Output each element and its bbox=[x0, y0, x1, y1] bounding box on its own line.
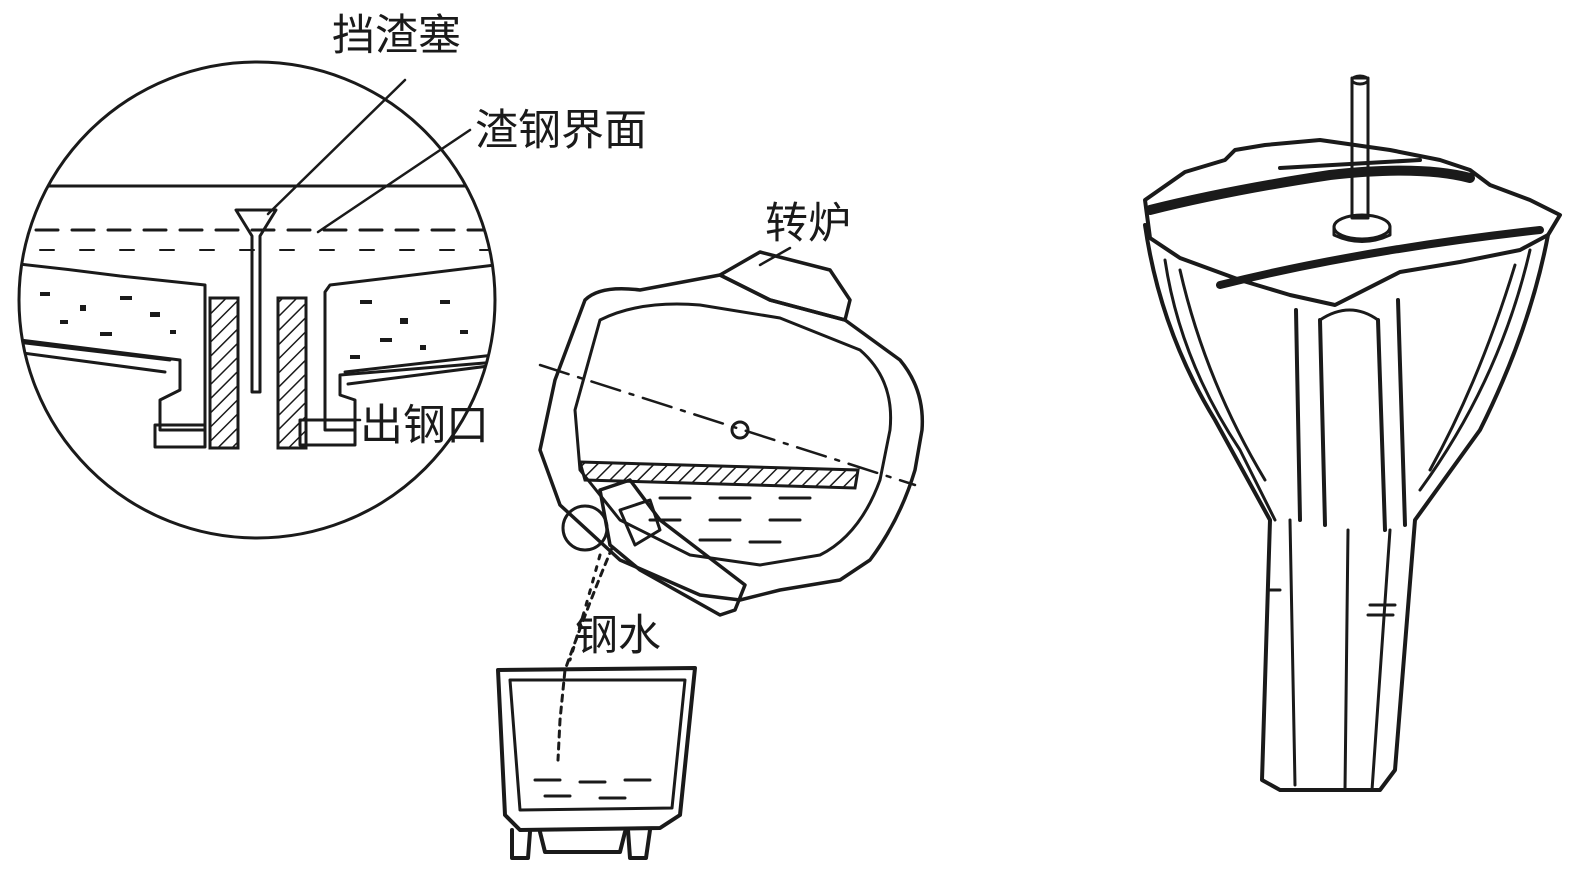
slag-layer bbox=[578, 460, 860, 490]
converter-vessel bbox=[538, 250, 925, 617]
label-stopper: 挡渣塞 bbox=[332, 11, 461, 61]
detail-magnifier bbox=[17, 60, 497, 540]
detail-circle bbox=[17, 60, 497, 540]
tapping-spout bbox=[598, 478, 747, 617]
converter-axis bbox=[538, 363, 917, 487]
stopper-leader bbox=[266, 78, 407, 216]
tap-hole-sleeve-left bbox=[208, 296, 240, 450]
refractory-speckles bbox=[40, 292, 468, 359]
label-molten-steel: 钢水 bbox=[575, 611, 661, 661]
converter-steel-dashes bbox=[648, 496, 812, 544]
label-tap-hole: 出钢口 bbox=[360, 401, 489, 451]
interface-leader bbox=[316, 128, 472, 234]
ladle bbox=[496, 666, 697, 860]
label-converter: 转炉 bbox=[765, 199, 851, 249]
converter-leader bbox=[758, 246, 792, 267]
stopper-3d bbox=[1143, 74, 1562, 792]
label-slag-steel-interface: 渣钢界面 bbox=[475, 106, 647, 156]
tap-hole-sleeve-right bbox=[276, 296, 308, 450]
slag-stopper bbox=[234, 208, 278, 394]
trunnion-pivot bbox=[730, 420, 750, 440]
